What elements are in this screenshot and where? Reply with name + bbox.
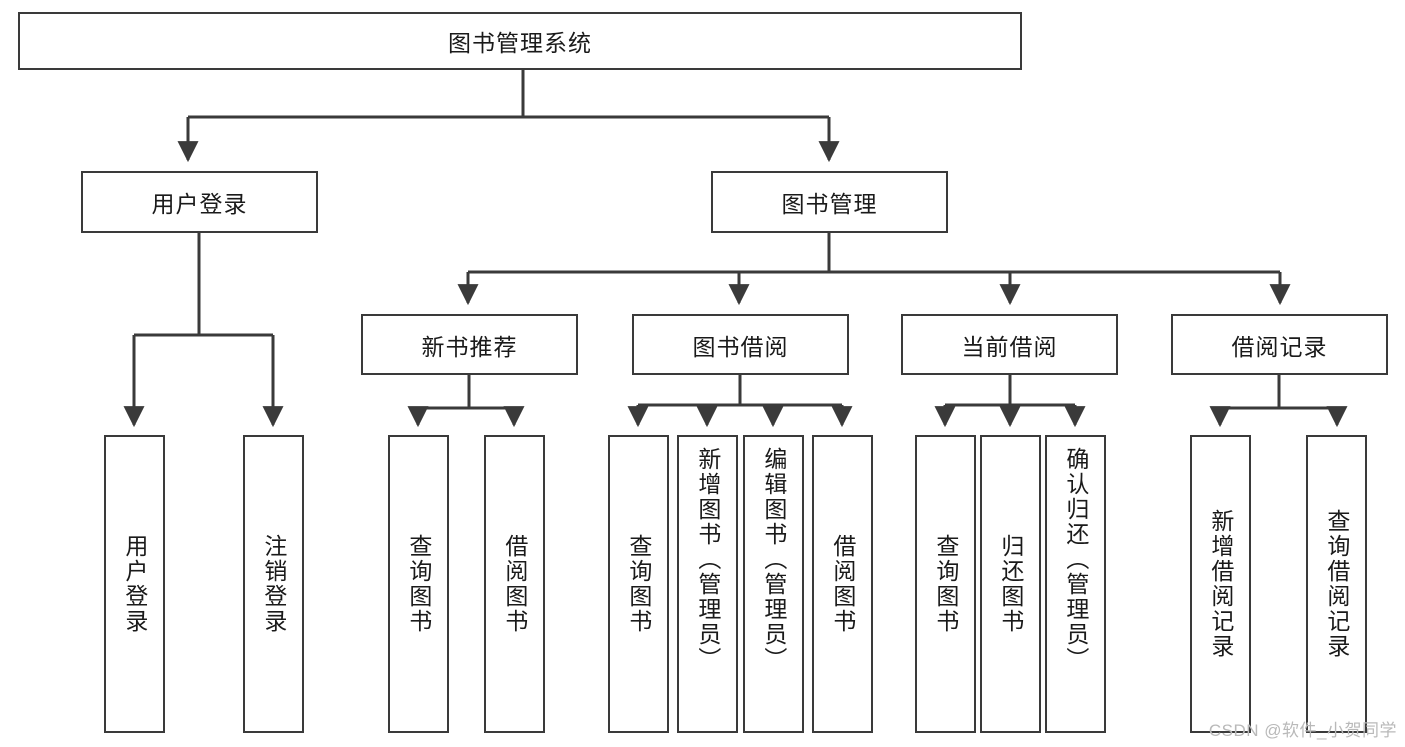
leaf-borrow-book-recommend[interactable]: 借阅图书 (484, 435, 545, 733)
node-book-management[interactable]: 图书管理 (711, 171, 948, 233)
leaf-add-book-admin[interactable]: 新增图书（管理员） (677, 435, 738, 733)
node-label: 借阅记录 (1231, 333, 1328, 360)
node-label: 归还图书 (997, 534, 1024, 634)
leaf-edit-book-admin[interactable]: 编辑图书（管理员） (743, 435, 804, 733)
leaf-logout[interactable]: 注销登录 (243, 435, 304, 733)
node-label: 查询图书 (932, 534, 959, 634)
leaf-query-borrow-record[interactable]: 查询借阅记录 (1306, 435, 1367, 733)
node-label: 确认归还（管理员） (1062, 447, 1089, 672)
node-label: 编辑图书（管理员） (760, 447, 787, 672)
node-label: 图书管理 (781, 191, 878, 217)
leaf-user-login[interactable]: 用户登录 (104, 435, 165, 733)
node-label: 注销登录 (260, 534, 287, 634)
node-label: 图书借阅 (692, 333, 789, 360)
node-label: 用户登录 (151, 191, 248, 217)
leaf-add-borrow-record[interactable]: 新增借阅记录 (1190, 435, 1251, 733)
leaf-query-book-current[interactable]: 查询图书 (915, 435, 976, 733)
node-label: 新增图书（管理员） (694, 447, 721, 672)
node-label: 新书推荐 (421, 333, 518, 360)
node-label: 查询图书 (625, 534, 652, 634)
node-label: 新增借阅记录 (1207, 509, 1234, 659)
node-label: 图书管理系统 (448, 30, 592, 56)
node-label: 当前借阅 (961, 333, 1058, 360)
node-user-login[interactable]: 用户登录 (81, 171, 318, 233)
leaf-query-book-recommend[interactable]: 查询图书 (388, 435, 449, 733)
node-label: 借阅图书 (829, 534, 856, 634)
leaf-query-book-borrow[interactable]: 查询图书 (608, 435, 669, 733)
node-root-system[interactable]: 图书管理系统 (18, 12, 1022, 70)
node-current-borrow[interactable]: 当前借阅 (901, 314, 1118, 375)
leaf-return-book[interactable]: 归还图书 (980, 435, 1041, 733)
node-book-borrow[interactable]: 图书借阅 (632, 314, 849, 375)
node-label: 查询图书 (405, 534, 432, 634)
node-label: 用户登录 (121, 534, 148, 634)
node-borrow-record[interactable]: 借阅记录 (1171, 314, 1388, 375)
node-label: 查询借阅记录 (1323, 509, 1350, 659)
node-new-book-recommend[interactable]: 新书推荐 (361, 314, 578, 375)
leaf-borrow-book[interactable]: 借阅图书 (812, 435, 873, 733)
node-label: 借阅图书 (501, 534, 528, 634)
leaf-confirm-return-admin[interactable]: 确认归还（管理员） (1045, 435, 1106, 733)
